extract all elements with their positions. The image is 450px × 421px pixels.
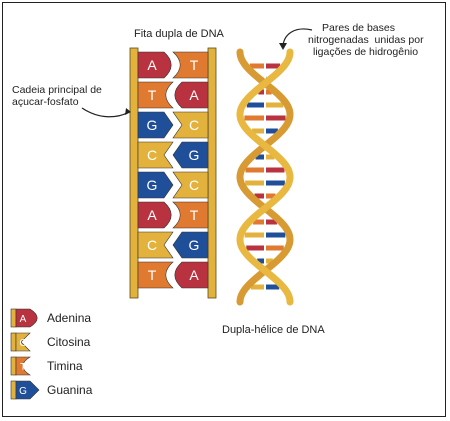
base-adenina-left [137, 51, 172, 79]
helix-rung-half [245, 180, 264, 186]
base-letter-left: T [148, 267, 157, 283]
helix-rung-half [244, 115, 264, 121]
legend-label-citosina: Citosina [47, 335, 91, 349]
base-pairs-label-line1: Pares de bases [322, 22, 395, 34]
helix-rung-half [266, 102, 284, 108]
helix-strand-back [236, 48, 294, 306]
helix-rung-half [266, 63, 281, 69]
base-letter-left: A [147, 57, 157, 73]
base-timina-right [172, 201, 209, 229]
helix-rung-half [246, 245, 264, 251]
svg-text:T: T [20, 362, 26, 373]
base-letter-left: G [147, 117, 158, 133]
base-guanina-left [137, 171, 174, 199]
helix-rung-half [244, 232, 264, 238]
base-letter-right: A [189, 87, 199, 103]
helix-rung-half [266, 154, 275, 160]
svg-text:G: G [19, 386, 27, 397]
base-guanina-right [172, 141, 209, 169]
base-letter-right: T [190, 207, 199, 223]
legend-label-timina: Timina [47, 359, 83, 373]
base-timina-left [137, 81, 174, 109]
base-letter-left: C [147, 147, 157, 163]
base-letter-left: C [147, 237, 157, 253]
legend-swatch-citosina: C [10, 332, 31, 352]
legend-label-guanina: Guanina [47, 383, 93, 397]
base-letter-right: G [189, 237, 200, 253]
base-letter-left: A [147, 207, 157, 223]
base-citosina-right [172, 111, 209, 139]
base-guanina-right [172, 231, 209, 259]
helix-rung-half [266, 258, 273, 264]
ladder-title: Fita dupla de DNA [134, 28, 224, 40]
base-adenina-right [174, 261, 209, 289]
base-pairs-label-line3: ligações de hidrogênio [313, 46, 419, 58]
base-letter-right: C [189, 117, 199, 133]
helix-rung-half [266, 232, 286, 238]
helix-rung-half [254, 193, 264, 199]
helix-rung-half [266, 245, 284, 251]
helix-rung-half [250, 284, 264, 290]
legend-swatch-adenina: A [10, 308, 38, 328]
legend-swatch-guanina: G [10, 380, 40, 400]
base-letter-left: G [147, 177, 158, 193]
helix-rung-half [252, 128, 264, 134]
helix-rung-half [258, 89, 264, 95]
helix-rung-half [266, 180, 285, 186]
backbone-pointer-arrowhead [125, 108, 131, 115]
helix-rung-half [266, 167, 285, 173]
helix-rung-half [257, 258, 264, 264]
base-letter-right: T [190, 57, 199, 73]
helix-rung-half [249, 63, 264, 69]
legend-label-adenina: Adenina [47, 311, 92, 325]
base-timina-left [137, 261, 174, 289]
backbone-label-line1: Cadeia principal de [12, 84, 102, 96]
helix-strand-front [236, 48, 294, 306]
base-citosina-right [172, 171, 209, 199]
base-pairs-pointer-arrowhead [279, 43, 287, 50]
base-citosina-left [137, 231, 174, 259]
base-letter-right: G [189, 147, 200, 163]
helix-rung-half [266, 219, 277, 225]
helix-title: Dupla-hélice de DNA [222, 324, 325, 336]
helix-rung-half [266, 115, 286, 121]
helix-rung-half [266, 89, 272, 95]
helix-rung-half [253, 219, 264, 225]
base-pairs-label-line2: nitrogenadas unidas por [308, 34, 424, 46]
helix-rung-half [266, 193, 276, 199]
base-adenina-right [174, 81, 209, 109]
helix-rung-half [266, 128, 278, 134]
base-timina-right [172, 51, 209, 79]
diagram-frame [2, 2, 446, 417]
helix-rung-half [255, 154, 264, 160]
base-guanina-left [137, 111, 174, 139]
base-letter-right: C [189, 177, 199, 193]
helix-rung-half [245, 167, 264, 173]
legend-swatch-timina: T [10, 356, 32, 376]
svg-text:A: A [20, 314, 27, 325]
helix-rung-half [246, 102, 264, 108]
base-letter-left: T [148, 87, 157, 103]
svg-text:C: C [19, 338, 26, 349]
base-citosina-left [137, 141, 174, 169]
base-adenina-left [137, 201, 172, 229]
base-letter-right: A [189, 267, 199, 283]
backbone-label-line2: açucar-fosfato [12, 96, 79, 108]
helix-rung-half [266, 284, 280, 290]
